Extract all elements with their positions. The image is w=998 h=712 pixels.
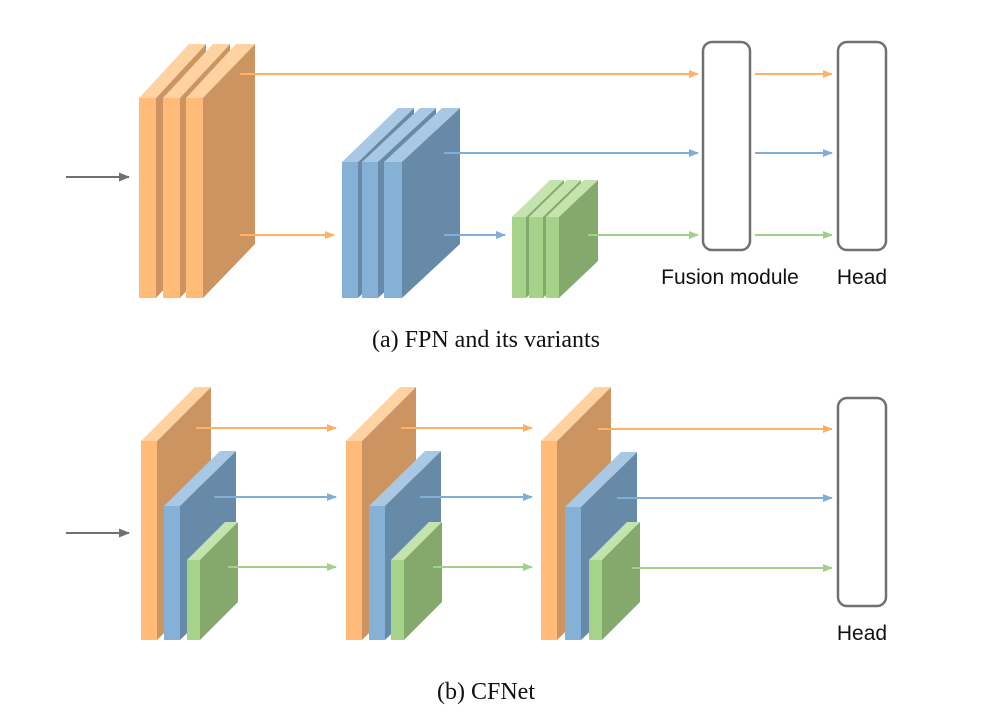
backbone-slab [546, 180, 598, 298]
cfnet-block [541, 387, 640, 640]
feature-slab-green [589, 522, 640, 640]
backbone-stack-orange [139, 44, 255, 298]
fusion-module-box [701, 40, 752, 252]
fusion-module-label: Fusion module [661, 266, 799, 289]
cfnet-block [346, 387, 442, 640]
caption-b: (b) CFNet [437, 679, 535, 705]
panel-b: Head (b) CFNet [66, 387, 888, 705]
caption-a: (a) FPN and its variants [372, 327, 600, 353]
panel-a: Fusion module Head (a) FPN and its varia… [66, 40, 888, 353]
backbone-stack-blue [342, 108, 460, 298]
backbone-slab [384, 108, 460, 298]
head-box-b [836, 396, 888, 608]
feature-slab-green [187, 522, 238, 640]
cfnet-block [141, 387, 238, 640]
head-box-a [836, 40, 888, 252]
feature-slab-green [391, 522, 442, 640]
head-label-b: Head [837, 622, 887, 645]
head-label-a: Head [837, 266, 887, 289]
backbone-stack-green [512, 180, 598, 298]
